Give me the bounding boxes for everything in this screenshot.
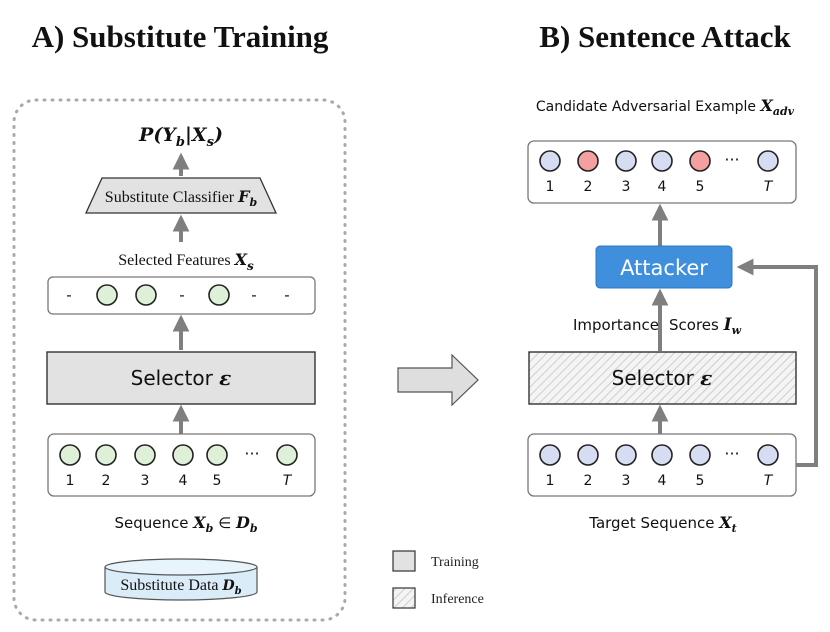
token-circle <box>577 444 599 466</box>
token-index: 3 <box>141 473 150 489</box>
token-circle <box>95 444 117 466</box>
token-circle <box>757 444 779 466</box>
selected-feature-circle <box>135 284 157 306</box>
candidate-adversarial-label: Candidate Adversarial Example Xadv <box>536 96 795 118</box>
token-circle <box>615 444 637 466</box>
token-index: 5 <box>696 473 705 489</box>
selector-box-training <box>46 351 316 405</box>
sequence-ellipsis: ··· <box>244 444 259 463</box>
token-index: 1 <box>546 179 555 195</box>
candidate-sequence-tokens: 1 2 3 4 5 T ··· <box>539 150 779 195</box>
selector-label-inference: Selector ε <box>612 366 713 390</box>
token-circle <box>172 444 194 466</box>
token-circle <box>539 150 561 172</box>
token-circle <box>134 444 156 466</box>
token-circle <box>206 444 228 466</box>
substitute-classifier-box <box>84 177 278 214</box>
sequence-label: Sequence Xb ∈ Db <box>114 513 257 535</box>
token-index: 2 <box>584 473 593 489</box>
feature-slots: ---- <box>66 284 290 306</box>
legend-inference-label: Inference <box>431 592 484 607</box>
token-index: 5 <box>213 473 222 489</box>
token-index: 2 <box>584 179 593 195</box>
title-substitute-training: A) Substitute Training <box>32 19 329 54</box>
token-circle <box>651 444 673 466</box>
target-sequence-label: Target Sequence Xt <box>588 513 736 535</box>
masked-feature: - <box>251 286 256 304</box>
title-sentence-attack: B) Sentence Attack <box>539 19 791 54</box>
token-index: T <box>764 473 774 489</box>
masked-feature: - <box>284 286 289 304</box>
token-circle <box>651 150 673 172</box>
selector-label-training: Selector ε <box>131 366 232 390</box>
token-circle <box>689 444 711 466</box>
arrow-target-to-attacker <box>736 258 818 467</box>
masked-feature: - <box>179 286 184 304</box>
token-index: 4 <box>658 179 667 195</box>
substitute-training-panel <box>12 98 347 622</box>
sequence-ellipsis: ··· <box>724 150 739 169</box>
transfer-arrow <box>397 353 479 407</box>
token-circle <box>59 444 81 466</box>
token-circle <box>757 150 779 172</box>
token-circle <box>539 444 561 466</box>
substitute-data-database: Substitute Data Db <box>104 558 258 601</box>
token-circle <box>577 150 599 172</box>
output-probability-label: P(Yb|Xs) <box>138 124 223 150</box>
substitute-data-label: Substitute Data Db <box>120 577 241 597</box>
substitute-classifier-label: Substitute Classifier Fb <box>105 187 258 209</box>
token-index: 2 <box>102 473 111 489</box>
legend-training-swatch <box>392 550 416 572</box>
importance-label: Importance <box>573 316 659 334</box>
token-index: 5 <box>696 179 705 195</box>
selected-feature-circle <box>96 284 118 306</box>
token-index: 3 <box>622 179 631 195</box>
selector-box-inference <box>528 351 797 405</box>
input-sequence-tokens: 1 2 3 4 5 T ··· <box>59 444 298 489</box>
token-index: 4 <box>658 473 667 489</box>
token-index: T <box>283 473 293 489</box>
target-sequence-tokens: 1 2 3 4 5 T ··· <box>539 444 779 489</box>
token-circle <box>615 150 637 172</box>
scores-label: Scores Iw <box>669 315 742 337</box>
token-index: 1 <box>546 473 555 489</box>
masked-feature: - <box>66 286 71 304</box>
legend-training-label: Training <box>431 555 479 570</box>
token-index: 4 <box>179 473 188 489</box>
token-index: 1 <box>66 473 75 489</box>
legend-inference-swatch <box>392 587 416 609</box>
token-index: 3 <box>622 473 631 489</box>
attacker-box <box>595 245 733 289</box>
selected-features-label: Selected Features Xs <box>118 250 254 273</box>
token-circle <box>276 444 298 466</box>
token-index: T <box>764 179 774 195</box>
selected-feature-circle <box>208 284 230 306</box>
selected-features-box <box>47 276 316 315</box>
token-circle <box>689 150 711 172</box>
attacker-label: Attacker <box>620 256 708 280</box>
sequence-ellipsis: ··· <box>724 444 739 463</box>
